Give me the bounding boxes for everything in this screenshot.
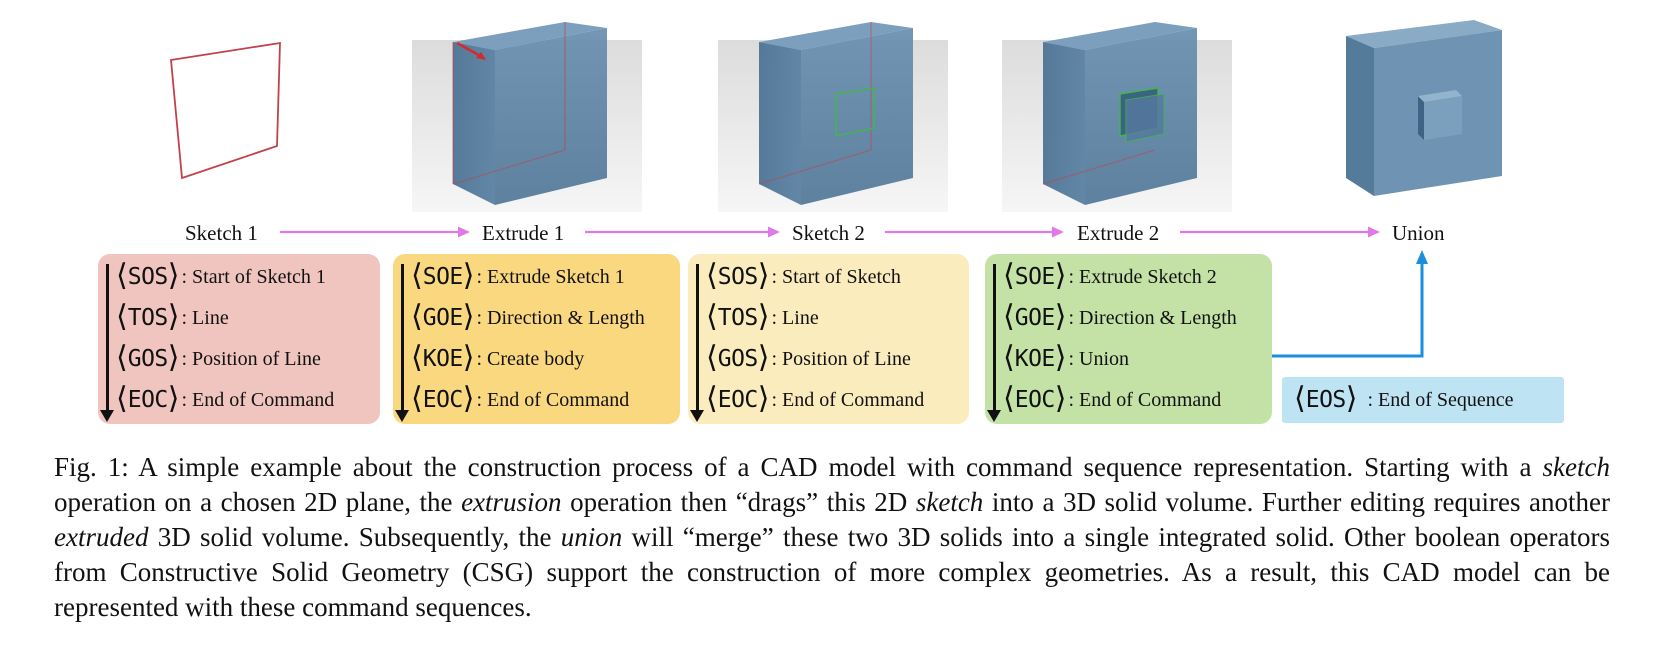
command-token: GOE bbox=[1014, 305, 1056, 331]
command-token: EOC bbox=[422, 387, 464, 413]
command-token: KOE bbox=[1014, 346, 1056, 372]
command-desc: : Direction & Length bbox=[476, 306, 645, 329]
flow-arrow-2 bbox=[585, 226, 780, 238]
eos-command-box: ⟨EOS⟩: End of Sequence bbox=[1282, 377, 1564, 423]
caption-text: Fig. 1: A simple example about the const… bbox=[54, 452, 1543, 482]
command-desc: : Extrude Sketch 1 bbox=[476, 265, 625, 288]
command-token: GOS bbox=[127, 346, 169, 372]
caption-emphasis: union bbox=[560, 522, 623, 552]
command-token: KOE bbox=[422, 346, 464, 372]
command-row: ⟨SOE⟩: Extrude Sketch 1 bbox=[411, 258, 625, 293]
command-desc: : Direction & Length bbox=[1068, 306, 1237, 329]
flow-arrow-4 bbox=[1180, 226, 1380, 238]
cad-figure: Sketch 1 Extrude 1 Sketch 2 Extrude 2 Un… bbox=[98, 20, 1564, 424]
caption-text: operation then “drags” this 2D bbox=[561, 487, 916, 517]
command-token: SOE bbox=[1014, 264, 1056, 290]
command-row: ⟨SOS⟩: Start of Sketch 1 bbox=[116, 258, 326, 293]
sketch1-command-box: ⟨SOS⟩: Start of Sketch 1 ⟨TOS⟩: Line ⟨GO… bbox=[98, 254, 380, 424]
sequence-arrow bbox=[987, 264, 1001, 422]
command-desc: : End of Command bbox=[476, 388, 630, 411]
step-label-union: Union bbox=[1392, 221, 1445, 245]
step-label-extrude1: Extrude 1 bbox=[482, 221, 565, 245]
flow-arrow-3 bbox=[885, 226, 1064, 238]
caption-text: into a 3D solid volume. Further editing … bbox=[983, 487, 1610, 517]
command-token: EOC bbox=[127, 387, 169, 413]
command-row: ⟨TOS⟩: Line bbox=[706, 299, 819, 334]
sequence-arrow bbox=[395, 264, 409, 422]
command-desc: : End of Command bbox=[1068, 388, 1222, 411]
sketch2-command-box: ⟨SOS⟩: Start of Sketch ⟨TOS⟩: Line ⟨GOS⟩… bbox=[688, 254, 969, 424]
sequence-arrow bbox=[100, 264, 114, 422]
caption-text: 3D solid volume. Subsequently, the bbox=[148, 522, 561, 552]
step-label-sketch1: Sketch 1 bbox=[185, 221, 258, 245]
command-row: ⟨EOC⟩: End of Command bbox=[116, 381, 335, 416]
step-label-extrude2: Extrude 2 bbox=[1077, 221, 1160, 245]
command-token: TOS bbox=[717, 305, 759, 331]
command-desc: : Position of Line bbox=[181, 347, 321, 370]
extrude1-command-box: ⟨SOE⟩: Extrude Sketch 1 ⟨GOE⟩: Direction… bbox=[393, 254, 680, 424]
command-desc: : End of Sequence bbox=[1367, 388, 1514, 411]
command-row: ⟨KOE⟩: Create body bbox=[411, 340, 585, 375]
command-token: SOE bbox=[422, 264, 464, 290]
command-token: SOS bbox=[127, 264, 169, 290]
caption-emphasis: sketch bbox=[915, 487, 984, 517]
command-token: EOC bbox=[717, 387, 759, 413]
caption-text: operation on a chosen 2D plane, the bbox=[54, 487, 462, 517]
command-token: TOS bbox=[127, 305, 169, 331]
flow-arrow-1 bbox=[280, 226, 470, 238]
command-row: ⟨GOS⟩: Position of Line bbox=[116, 340, 321, 375]
command-token: EOS bbox=[1305, 387, 1347, 413]
extrude2-command-box: ⟨SOE⟩: Extrude Sketch 2 ⟨GOE⟩: Direction… bbox=[985, 254, 1272, 424]
command-row: ⟨EOC⟩: End of Command bbox=[1003, 381, 1222, 416]
command-row: ⟨EOS⟩: End of Sequence bbox=[1294, 381, 1514, 416]
caption-emphasis: extruded bbox=[54, 522, 149, 552]
command-row: ⟨GOS⟩: Position of Line bbox=[706, 340, 911, 375]
command-row: ⟨KOE⟩: Union bbox=[1003, 340, 1130, 375]
step-label-sketch2: Sketch 2 bbox=[792, 221, 865, 245]
extrude1-render bbox=[412, 22, 642, 212]
command-desc: : Start of Sketch bbox=[771, 265, 901, 288]
command-desc: : Union bbox=[1068, 347, 1130, 370]
command-desc: : Extrude Sketch 2 bbox=[1068, 265, 1217, 288]
command-row: ⟨SOS⟩: Start of Sketch bbox=[706, 258, 901, 293]
command-row: ⟨TOS⟩: Line bbox=[116, 299, 229, 334]
sketch1-render bbox=[170, 41, 281, 180]
command-desc: : Create body bbox=[476, 347, 585, 370]
caption-emphasis: sketch bbox=[1542, 452, 1610, 482]
figure-caption: Fig. 1: A simple example about the const… bbox=[54, 450, 1610, 625]
caption-emphasis: extrusion bbox=[461, 487, 562, 517]
command-token: SOS bbox=[717, 264, 759, 290]
command-desc: : Position of Line bbox=[771, 347, 911, 370]
renders bbox=[170, 20, 1502, 212]
command-desc: : Line bbox=[771, 306, 819, 329]
caption-text: will “merge” these two 3D solids into a … bbox=[54, 522, 1610, 622]
union-render bbox=[1346, 20, 1502, 196]
command-token: GOS bbox=[717, 346, 759, 372]
command-row: ⟨SOE⟩: Extrude Sketch 2 bbox=[1003, 258, 1217, 293]
command-token: EOC bbox=[1014, 387, 1056, 413]
command-row: ⟨EOC⟩: End of Command bbox=[411, 381, 630, 416]
extrude2-render bbox=[1002, 22, 1232, 212]
command-desc: : Start of Sketch 1 bbox=[181, 265, 326, 288]
sketch2-render bbox=[718, 22, 948, 212]
command-desc: : Line bbox=[181, 306, 229, 329]
command-desc: : End of Command bbox=[181, 388, 335, 411]
command-token: GOE bbox=[422, 305, 464, 331]
command-desc: : End of Command bbox=[771, 388, 925, 411]
sequence-arrow bbox=[690, 264, 704, 422]
command-row: ⟨GOE⟩: Direction & Length bbox=[411, 299, 645, 334]
command-row: ⟨GOE⟩: Direction & Length bbox=[1003, 299, 1237, 334]
command-row: ⟨EOC⟩: End of Command bbox=[706, 381, 925, 416]
